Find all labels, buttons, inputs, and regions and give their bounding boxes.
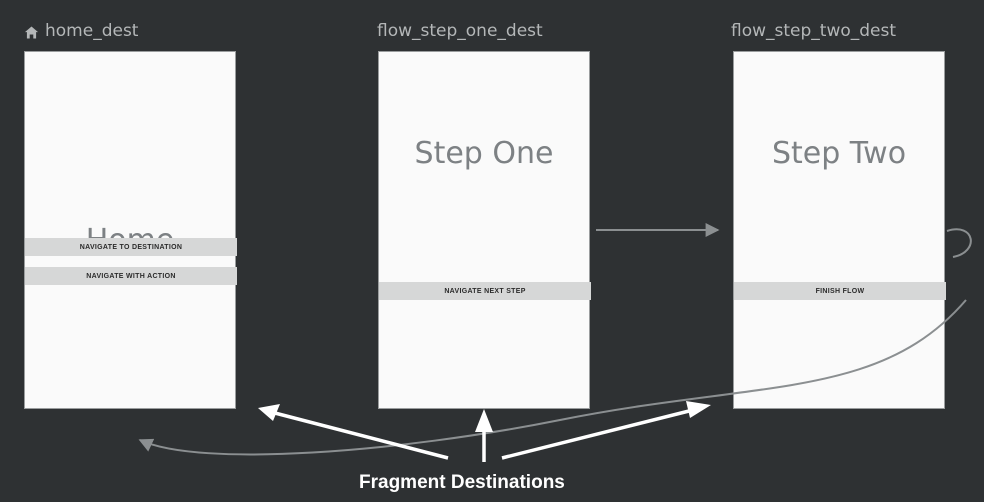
destination-label-text: flow_step_one_dest bbox=[377, 21, 543, 41]
screen-title: Step Two bbox=[771, 136, 907, 171]
annotation-arrow-to-step-one bbox=[475, 409, 493, 462]
destination-label-text: flow_step_two_dest bbox=[731, 21, 897, 41]
annotation-arrow-to-step-two bbox=[501, 401, 711, 460]
navigate-with-action-button[interactable]: NAVIGATE WITH ACTION bbox=[25, 267, 237, 285]
destination-card-flow-step-one-dest[interactable]: Step One NAVIGATE NEXT STEP bbox=[378, 51, 591, 409]
destination-label-flow-step-two-dest: flow_step_two_dest bbox=[731, 21, 896, 41]
destination-label-flow-step-one-dest: flow_step_one_dest bbox=[377, 21, 543, 41]
annotation-label: Fragment Destinations bbox=[359, 472, 565, 493]
navigate-to-destination-button[interactable]: NAVIGATE TO DESTINATION bbox=[25, 238, 237, 256]
destination-card-home-dest[interactable]: Home NAVIGATE TO DESTINATION NAVIGATE WI… bbox=[24, 51, 237, 409]
connector-step-two-self-loop bbox=[946, 228, 972, 258]
finish-flow-button[interactable]: FINISH FLOW bbox=[734, 282, 946, 300]
home-icon bbox=[24, 25, 39, 40]
destination-card-flow-step-two-dest[interactable]: Step Two FINISH FLOW bbox=[733, 51, 946, 409]
navigate-next-step-button[interactable]: NAVIGATE NEXT STEP bbox=[379, 282, 591, 300]
screen-title: Step One bbox=[414, 136, 554, 171]
annotation-arrow-to-home bbox=[258, 404, 449, 460]
destination-label-home-dest: home_dest bbox=[24, 21, 138, 41]
destination-label-text: home_dest bbox=[45, 21, 139, 41]
